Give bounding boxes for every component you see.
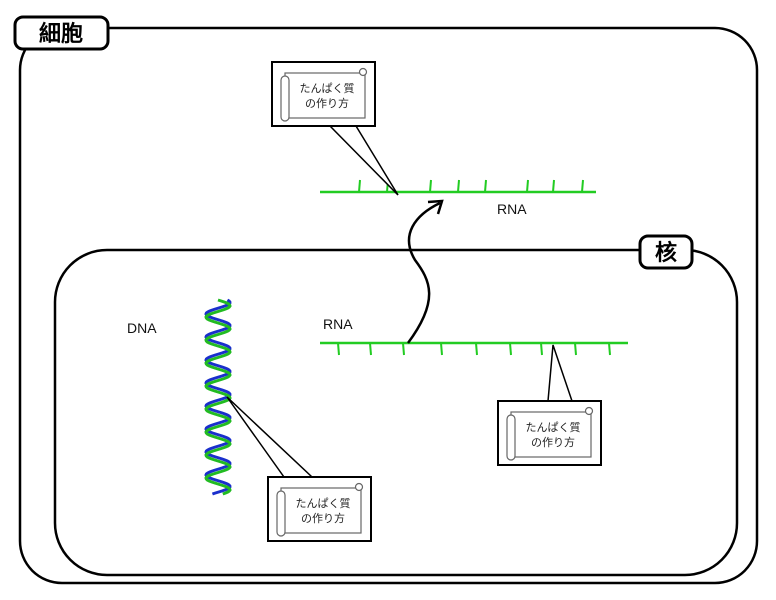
scroll-icon	[506, 406, 594, 461]
dna-label: DNA	[127, 320, 157, 336]
callout-pointer	[226, 396, 314, 478]
callout-pointer	[547, 344, 574, 402]
export-arrow	[406, 199, 444, 344]
scroll-icon	[276, 482, 364, 537]
rna-strand-cytoplasm	[320, 179, 596, 194]
rna-base	[457, 179, 460, 193]
rna-base	[429, 179, 432, 193]
cell-label-text: 細胞	[39, 21, 83, 47]
rna-base	[540, 342, 543, 356]
rna-base	[574, 342, 577, 356]
nucleus-label: 核	[638, 234, 694, 270]
dna-double-helix	[204, 298, 232, 496]
rna-base	[608, 342, 611, 356]
rna-base	[402, 342, 405, 356]
rna-base	[509, 342, 512, 356]
rna-base	[581, 179, 584, 193]
rna-base	[440, 342, 443, 356]
callout-text-line2: の作り方	[531, 435, 575, 449]
rna-label-nucleus: RNA	[323, 316, 353, 332]
callout-text-line1: たんぱく質	[300, 81, 355, 95]
callout-text-line2: の作り方	[301, 511, 345, 525]
rna-base	[526, 179, 529, 193]
rna-base	[484, 179, 487, 193]
rna-base	[337, 342, 340, 356]
arrowhead-icon	[427, 199, 444, 215]
rna-base	[552, 179, 555, 193]
callout-text-line1: たんぱく質	[296, 496, 351, 510]
rna-base	[475, 342, 478, 356]
nucleus-label-text: 核	[655, 240, 677, 266]
callout-text-line1: たんぱく質	[526, 420, 581, 434]
rna-base	[369, 342, 372, 356]
cell-membrane	[18, 26, 759, 585]
nucleus-membrane	[53, 248, 739, 577]
rna-strand-nucleus	[320, 341, 628, 356]
callout-text-line2: の作り方	[305, 96, 349, 110]
dna-strand-a	[204, 298, 232, 496]
cell-label: 細胞	[13, 15, 110, 51]
rna-base	[358, 179, 361, 193]
rna-label-cytoplasm: RNA	[497, 201, 527, 217]
scroll-icon	[280, 67, 368, 122]
callout-pointer	[328, 125, 399, 196]
